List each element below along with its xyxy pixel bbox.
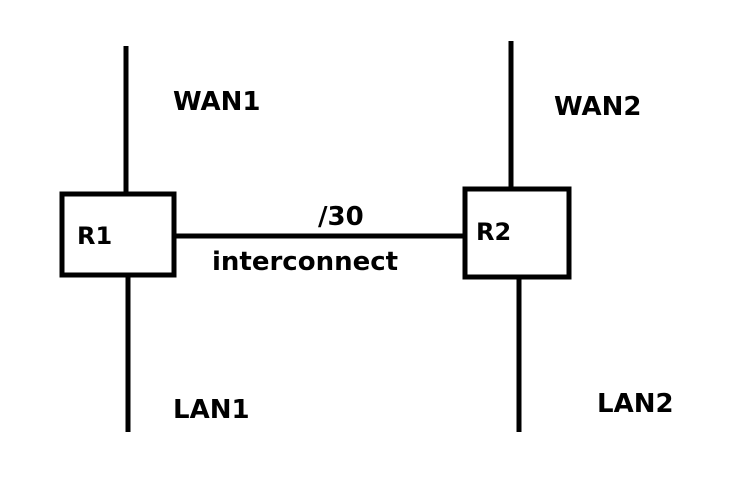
lan2-label: LAN2 xyxy=(597,389,674,419)
interconnect-label: interconnect xyxy=(212,247,398,277)
router-r2-box xyxy=(462,186,572,280)
interconnect-prefix: /30 xyxy=(318,202,364,232)
lan1-label: LAN1 xyxy=(173,395,250,425)
router-r2-label: R2 xyxy=(476,218,511,246)
wan2-label: WAN2 xyxy=(554,92,641,122)
router-r1-box xyxy=(59,191,177,278)
wan1-label: WAN1 xyxy=(173,87,260,117)
router-r1-label: R1 xyxy=(77,222,112,250)
